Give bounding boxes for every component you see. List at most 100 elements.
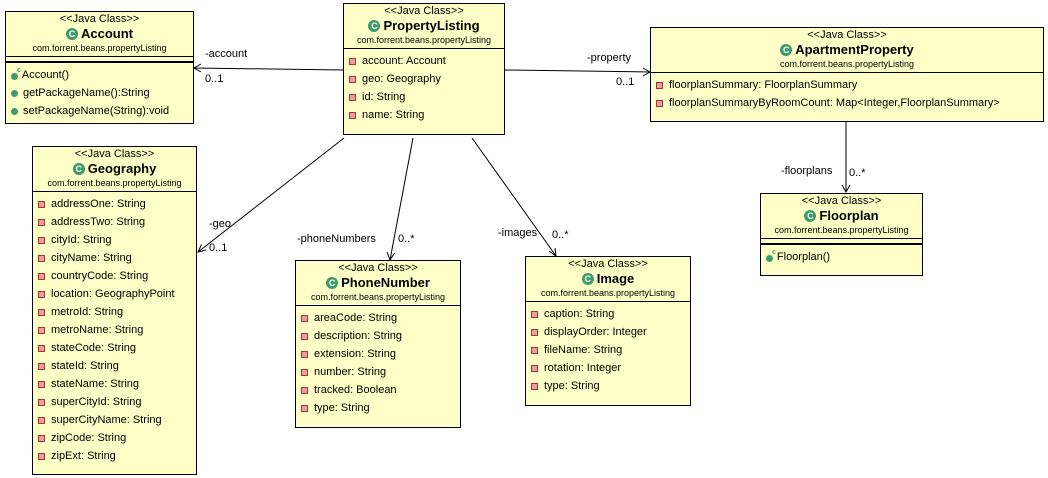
attribute-row[interactable]: tracked: Boolean xyxy=(296,381,460,399)
attribute-label: stateId: String xyxy=(51,360,119,372)
private-field-icon xyxy=(38,236,45,244)
attribute-row[interactable]: name: String xyxy=(344,106,504,124)
attribute-row[interactable]: geo: Geography xyxy=(344,70,504,88)
attribute-row[interactable]: cityName: String xyxy=(33,249,196,267)
attribute-row[interactable]: addressOne: String xyxy=(33,195,196,213)
attribute-row[interactable]: cityId: String xyxy=(33,231,196,249)
attributes-compartment: areaCode: String description: String ext… xyxy=(296,306,460,420)
public-method-icon xyxy=(11,107,18,115)
stereotype-label: <<Java Class>> xyxy=(338,262,418,274)
attribute-row[interactable]: description: String xyxy=(296,327,460,345)
attribute-row[interactable]: superCityName: String xyxy=(33,411,196,429)
attribute-row[interactable]: metroName: String xyxy=(33,321,196,339)
operation-label: setPackageName(String):void xyxy=(23,105,170,117)
attribute-row[interactable]: addressTwo: String xyxy=(33,213,196,231)
attribute-label: description: String xyxy=(314,330,403,342)
attribute-label: superCityId: String xyxy=(51,396,142,408)
attribute-row[interactable]: metroId: String xyxy=(33,303,196,321)
attribute-label: zipExt: String xyxy=(51,450,116,462)
attribute-label: rotation: Integer xyxy=(544,362,622,374)
private-field-icon xyxy=(38,308,45,316)
assoc-arrow-images xyxy=(548,247,557,258)
attribute-row[interactable]: floorplanSummaryByRoomCount: Map<Integer… xyxy=(651,94,1043,112)
attribute-label: cityId: String xyxy=(51,234,112,246)
class-icon: C xyxy=(780,44,793,56)
attribute-label: cityName: String xyxy=(51,252,132,264)
private-field-icon xyxy=(349,111,356,119)
assoc-role-property: -property xyxy=(587,52,632,64)
attribute-row[interactable]: zipCode: String xyxy=(33,429,196,447)
private-field-icon xyxy=(656,81,663,89)
attribute-row[interactable]: account: Account xyxy=(344,52,504,70)
attribute-row[interactable]: countryCode: String xyxy=(33,267,196,285)
attribute-label: addressOne: String xyxy=(51,198,146,210)
package-label: com.forrent.beans.propertyListing xyxy=(47,178,182,188)
assoc-multiplicity-phone-numbers: 0..* xyxy=(398,233,415,245)
class-icon: C xyxy=(72,163,85,175)
private-field-icon xyxy=(38,218,45,226)
attribute-label: extension: String xyxy=(314,348,396,360)
operation-row[interactable]: getPackageName():String xyxy=(6,84,193,102)
attribute-label: addressTwo: String xyxy=(51,216,146,228)
private-field-icon xyxy=(301,332,308,340)
package-label: com.forrent.beans.propertyListing xyxy=(310,292,446,302)
attribute-row[interactable]: location: GeographyPoint xyxy=(33,285,196,303)
attribute-row[interactable]: rotation: Integer xyxy=(526,359,690,377)
private-field-icon xyxy=(38,362,45,370)
assoc-role-images: -images xyxy=(498,227,538,239)
operation-label: Floorplan() xyxy=(776,251,831,263)
attribute-row[interactable]: stateId: String xyxy=(33,357,196,375)
attribute-row[interactable]: type: String xyxy=(526,377,690,395)
private-field-icon xyxy=(38,344,45,352)
attribute-row[interactable]: superCityId: String xyxy=(33,393,196,411)
operation-label: getPackageName():String xyxy=(23,87,150,99)
attribute-label: name: String xyxy=(362,109,425,121)
attribute-row[interactable]: displayOrder: Integer xyxy=(526,323,690,341)
attribute-label: account: Account xyxy=(362,55,446,67)
assoc-role-account: -account xyxy=(205,48,248,60)
class-name: ApartmentProperty xyxy=(795,42,914,57)
attribute-row[interactable]: extension: String xyxy=(296,345,460,363)
assoc-multiplicity-geo: 0..1 xyxy=(209,242,228,254)
package-label: com.forrent.beans.propertyListing xyxy=(32,43,167,53)
private-field-icon xyxy=(349,93,356,101)
attribute-label: stateCode: String xyxy=(51,342,136,354)
stereotype-label: <<Java Class>> xyxy=(384,5,464,17)
attributes-compartment: addressOne: String addressTwo: String ci… xyxy=(33,192,196,468)
attributes-compartment: account: Account geo: Geography id: Stri… xyxy=(344,49,504,127)
operation-row[interactable]: setPackageName(String):void xyxy=(6,102,193,120)
attribute-row[interactable]: stateName: String xyxy=(33,375,196,393)
attribute-row[interactable]: fileName: String xyxy=(526,341,690,359)
attribute-row[interactable]: caption: String xyxy=(526,305,690,323)
attribute-row[interactable]: number: String xyxy=(296,363,460,381)
attribute-row[interactable]: stateCode: String xyxy=(33,339,196,357)
private-field-icon xyxy=(301,314,308,322)
package-label: com.forrent.beans.propertyListing xyxy=(779,59,915,69)
stereotype-label: <<Java Class>> xyxy=(59,13,140,25)
attribute-row[interactable]: zipExt: String xyxy=(33,447,196,465)
attribute-row[interactable]: areaCode: String xyxy=(296,309,460,327)
attribute-row[interactable]: id: String xyxy=(344,88,504,106)
stereotype-label: <<Java Class>> xyxy=(807,29,887,41)
attribute-label: type: String xyxy=(314,402,370,414)
private-field-icon xyxy=(531,328,538,336)
attribute-row[interactable]: floorplanSummary: FloorplanSummary xyxy=(651,76,1043,94)
stereotype-label: <<Java Class>> xyxy=(801,195,882,207)
private-field-icon xyxy=(38,290,45,298)
private-field-icon xyxy=(38,434,45,442)
attribute-row[interactable]: type: String xyxy=(296,399,460,417)
